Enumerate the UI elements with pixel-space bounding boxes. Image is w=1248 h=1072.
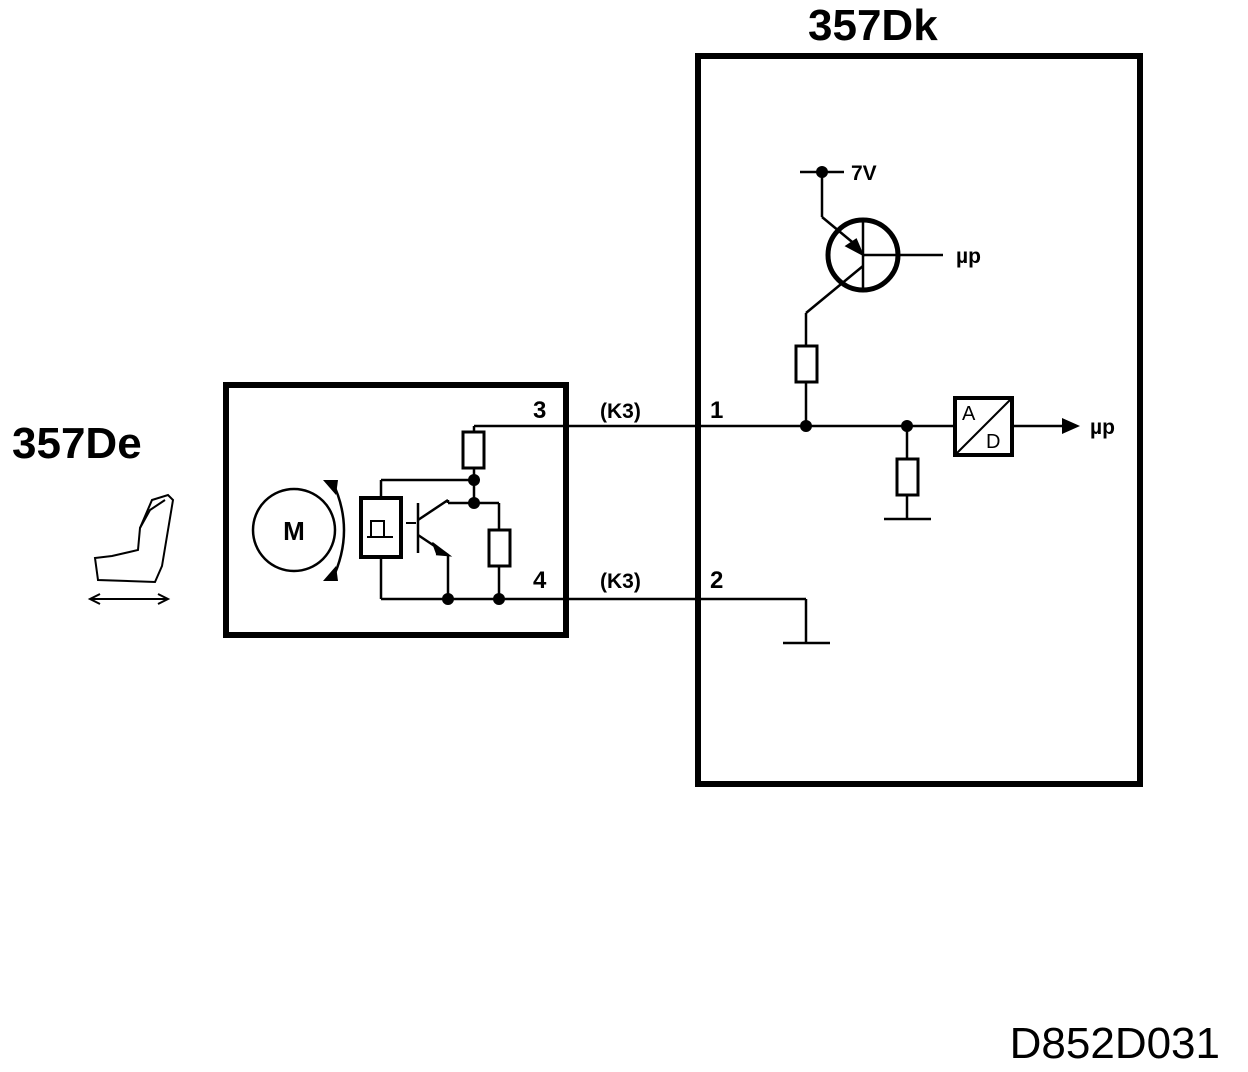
seat-icon [87,493,175,605]
motor-symbol: M [251,480,346,581]
controller-supply [794,170,943,426]
connector-k3-signal: (K3) [600,400,641,423]
junction-signal-1 [800,420,812,432]
sensor-label: 357De [12,419,142,468]
ad-output-arrow [1062,418,1080,434]
pin-4: 4 [533,567,547,594]
ad-converter: A D [953,396,1014,457]
junction-signal-2 [901,420,913,432]
supply-node [816,166,828,178]
pin-2: 2 [710,567,723,594]
ad-label-d: D [986,431,1000,453]
sensor-transistor [416,498,453,557]
hall-sensor-element [359,496,416,559]
sensor-box [223,382,569,638]
pulldown-resistor [884,426,931,521]
ad-output-label: µp [1090,416,1115,439]
pin-1: 1 [710,397,723,424]
connector-k3-ground: (K3) [600,570,641,593]
controller-label: 357Dk [808,1,938,50]
pin-3: 3 [533,397,546,424]
external-wires [566,424,955,645]
sensor-junctions [442,474,505,605]
supply-voltage-label: 7V [851,162,877,185]
motor-label: M [283,516,305,546]
controller-box [695,53,1143,787]
transistor-output-label: µp [956,245,981,268]
diagram-code: D852D031 [1010,1019,1220,1068]
ad-label-a: A [962,403,976,425]
